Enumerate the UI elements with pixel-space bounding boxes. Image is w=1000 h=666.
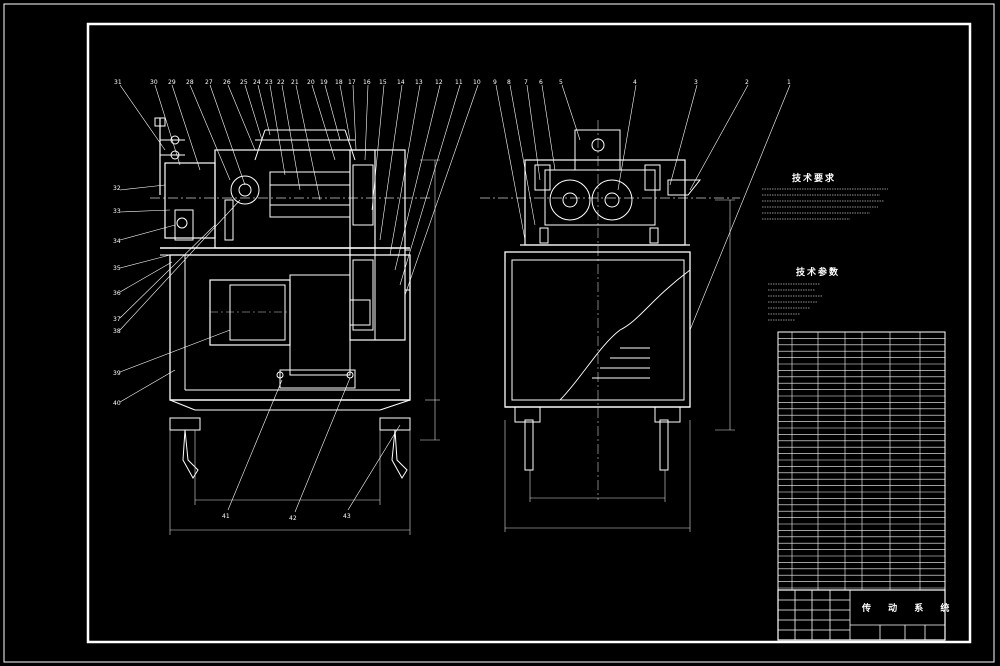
balloon-30: 30 xyxy=(150,79,158,86)
technical-requirements-lines xyxy=(762,188,888,220)
balloon-3: 3 xyxy=(694,79,698,86)
balloon-36: 36 xyxy=(113,290,121,297)
balloon-19: 19 xyxy=(320,79,328,86)
balloon-29: 29 xyxy=(168,79,176,86)
balloon-9: 9 xyxy=(493,79,497,86)
drive-column xyxy=(349,149,406,341)
balloon-12: 12 xyxy=(435,79,443,86)
outer-border xyxy=(3,3,995,663)
balloon-28: 28 xyxy=(186,79,194,86)
balloon-43: 43 xyxy=(343,513,351,520)
side-cabinet xyxy=(504,251,691,408)
front-leaders xyxy=(119,84,479,513)
balloon-35: 35 xyxy=(113,265,121,272)
balloon-39: 39 xyxy=(113,370,121,377)
balloon-10: 10 xyxy=(473,79,481,86)
balloon-4: 4 xyxy=(633,79,637,86)
balloon-32: 32 xyxy=(113,185,121,192)
balloon-1: 1 xyxy=(787,79,791,86)
balloon-38: 38 xyxy=(113,328,121,335)
balloon-8: 8 xyxy=(507,79,511,86)
front-dimensions xyxy=(169,159,440,535)
front-balloon-labels: 31 30 29 28 27 26 25 24 23 22 21 20 19 1… xyxy=(113,79,481,522)
balloon-15: 15 xyxy=(379,79,387,86)
balloon-27: 27 xyxy=(205,79,213,86)
technical-parameters-title: 技术参数 xyxy=(796,266,840,278)
balloon-34: 34 xyxy=(113,238,121,245)
balloon-26: 26 xyxy=(223,79,231,86)
balloon-6: 6 xyxy=(539,79,543,86)
technical-parameters-lines xyxy=(768,283,822,321)
balloon-24: 24 xyxy=(253,79,261,86)
balloon-25: 25 xyxy=(240,79,248,86)
roller-housing xyxy=(214,149,376,249)
left-gear xyxy=(549,179,591,221)
balloon-13: 13 xyxy=(415,79,423,86)
balloon-18: 18 xyxy=(335,79,343,86)
technical-requirements-title: 技术要求 xyxy=(792,172,836,184)
title-block xyxy=(777,589,946,641)
balloon-5: 5 xyxy=(559,79,563,86)
balloon-23: 23 xyxy=(265,79,273,86)
balloon-17: 17 xyxy=(348,79,356,86)
balloon-41: 41 xyxy=(222,513,230,520)
balloon-21: 21 xyxy=(291,79,299,86)
notes-area: 技术要求 技术参数 xyxy=(762,172,888,321)
balloon-33: 33 xyxy=(113,208,121,215)
roller-body xyxy=(269,171,351,218)
inner-frame xyxy=(86,22,972,644)
balloon-31: 31 xyxy=(114,79,122,86)
balloon-42: 42 xyxy=(289,515,297,522)
motor-body xyxy=(209,279,291,346)
balloon-11: 11 xyxy=(455,79,463,86)
parts-list-table xyxy=(777,331,946,591)
gearbox-housing xyxy=(164,162,216,239)
balloon-16: 16 xyxy=(363,79,371,86)
side-view xyxy=(480,84,791,532)
balloon-2: 2 xyxy=(745,79,749,86)
front-view xyxy=(119,84,479,535)
balloon-7: 7 xyxy=(524,79,528,86)
drawing-title: 传 动 系 统 xyxy=(861,602,956,614)
balloon-40: 40 xyxy=(113,400,121,407)
balloon-20: 20 xyxy=(307,79,315,86)
right-gear xyxy=(591,179,633,221)
side-balloon-labels: 9 8 7 6 5 4 3 2 1 xyxy=(493,79,791,86)
balloon-22: 22 xyxy=(277,79,285,86)
balloon-14: 14 xyxy=(397,79,405,86)
side-leaders xyxy=(495,84,791,331)
handwheel xyxy=(230,175,260,205)
balloon-37: 37 xyxy=(113,316,121,323)
side-dimensions xyxy=(504,199,735,532)
